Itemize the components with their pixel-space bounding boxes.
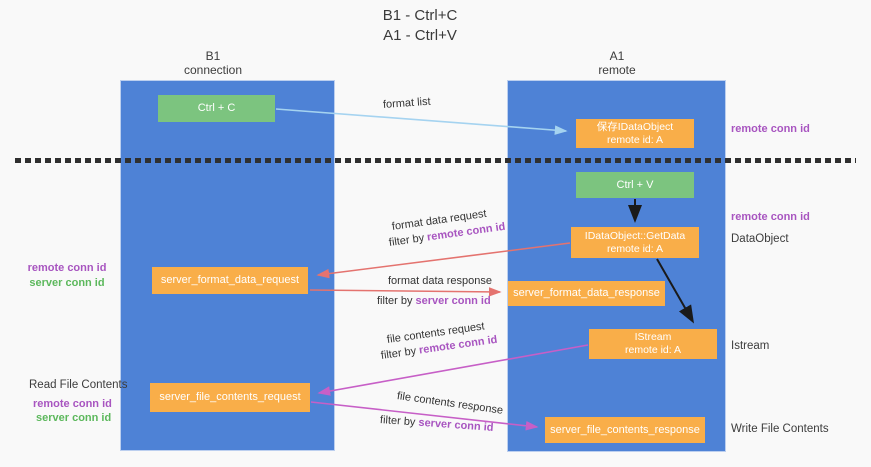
right-label-write-file-contents: Write File Contents — [731, 423, 829, 435]
arrow-label-format-data-response: format data response — [388, 275, 492, 287]
left-label-server-conn-id-1: server conn id — [29, 277, 105, 289]
lane-a1-subtitle: remote — [598, 63, 636, 77]
left-label-server-conn-id-2: server conn id — [36, 412, 112, 424]
filter-by-text: filter by — [380, 344, 420, 362]
node-save-idataobject: 保存IDataObject remote id: A — [576, 119, 694, 148]
right-label-remote-conn-id-top: remote conn id — [731, 123, 810, 135]
filter-by-text: filter by — [388, 231, 428, 249]
lane-b1-name: B1 — [205, 49, 221, 63]
lane-b1-subtitle: connection — [183, 63, 243, 77]
filter-by-text: filter by — [379, 414, 419, 429]
arrow-label-file-contents-response: file contents response — [396, 390, 504, 417]
node-ctrl-c-label: Ctrl + C — [197, 102, 236, 114]
node-server-file-contents-request: server_file_contents_request — [150, 383, 310, 412]
filter-by-text: filter by — [377, 295, 416, 307]
node-idataobject-getdata: IDataObject::GetData remote id: A — [571, 227, 699, 258]
node-file-response-label: server_file_contents_response — [550, 423, 700, 436]
lane-a1-name: A1 — [609, 49, 625, 63]
right-label-dataobject: DataObject — [731, 233, 789, 245]
title-line2: A1 - Ctrl+V — [383, 27, 457, 44]
lane-header-a1: A1 remote — [537, 49, 697, 77]
node-save-idataobject-line1: 保存IDataObject — [596, 120, 674, 133]
filter-server-conn-id: server conn id — [415, 295, 491, 307]
node-format-request-label: server_format_data_request — [160, 274, 300, 286]
arrow-label-format-list: format list — [382, 95, 431, 111]
arrow-format-data-response — [309, 287, 502, 297]
arrow-label-filter-server-2: filter by server conn id — [380, 414, 494, 434]
left-label-remote-conn-id-1: remote conn id — [27, 262, 107, 274]
right-label-istream: Istream — [731, 340, 770, 352]
node-server-format-data-request: server_format_data_request — [152, 267, 308, 294]
left-label-conn-ids-group: remote conn id server conn id — [24, 261, 110, 291]
left-label-read-file-contents: Read File Contents — [29, 379, 128, 391]
node-ctrl-v-label: Ctrl + V — [616, 178, 654, 191]
node-server-file-contents-response: server_file_contents_response — [545, 417, 705, 443]
lane-header-b1: B1 connection — [133, 49, 293, 77]
title-line1: B1 - Ctrl+C — [382, 7, 458, 24]
node-file-request-label: server_file_contents_request — [159, 391, 301, 403]
node-istream: IStream remote id: A — [589, 329, 717, 359]
node-format-response-label: server_format_data_response — [513, 287, 660, 299]
node-save-idataobject-line2: remote id: A — [606, 133, 664, 146]
node-ctrl-c: Ctrl + C — [158, 95, 275, 122]
filter-server-conn-id: server conn id — [418, 416, 494, 434]
node-getdata-line2: remote id: A — [606, 242, 664, 255]
node-getdata-line1: IDataObject::GetData — [584, 229, 686, 242]
node-server-format-data-response: server_format_data_response — [508, 281, 665, 306]
right-label-remote-conn-id-mid: remote conn id — [731, 211, 810, 223]
phase-separator-dashed-line — [15, 158, 856, 163]
arrow-label-filter-server-1: filter by server conn id — [377, 295, 491, 307]
left-label-remote-conn-id-2: remote conn id — [33, 398, 112, 410]
diagram-title: B1 - Ctrl+C A1 - Ctrl+V — [0, 6, 840, 46]
node-ctrl-v: Ctrl + V — [576, 172, 694, 198]
node-istream-line2: remote id: A — [624, 344, 682, 356]
node-istream-line1: IStream — [634, 331, 672, 343]
